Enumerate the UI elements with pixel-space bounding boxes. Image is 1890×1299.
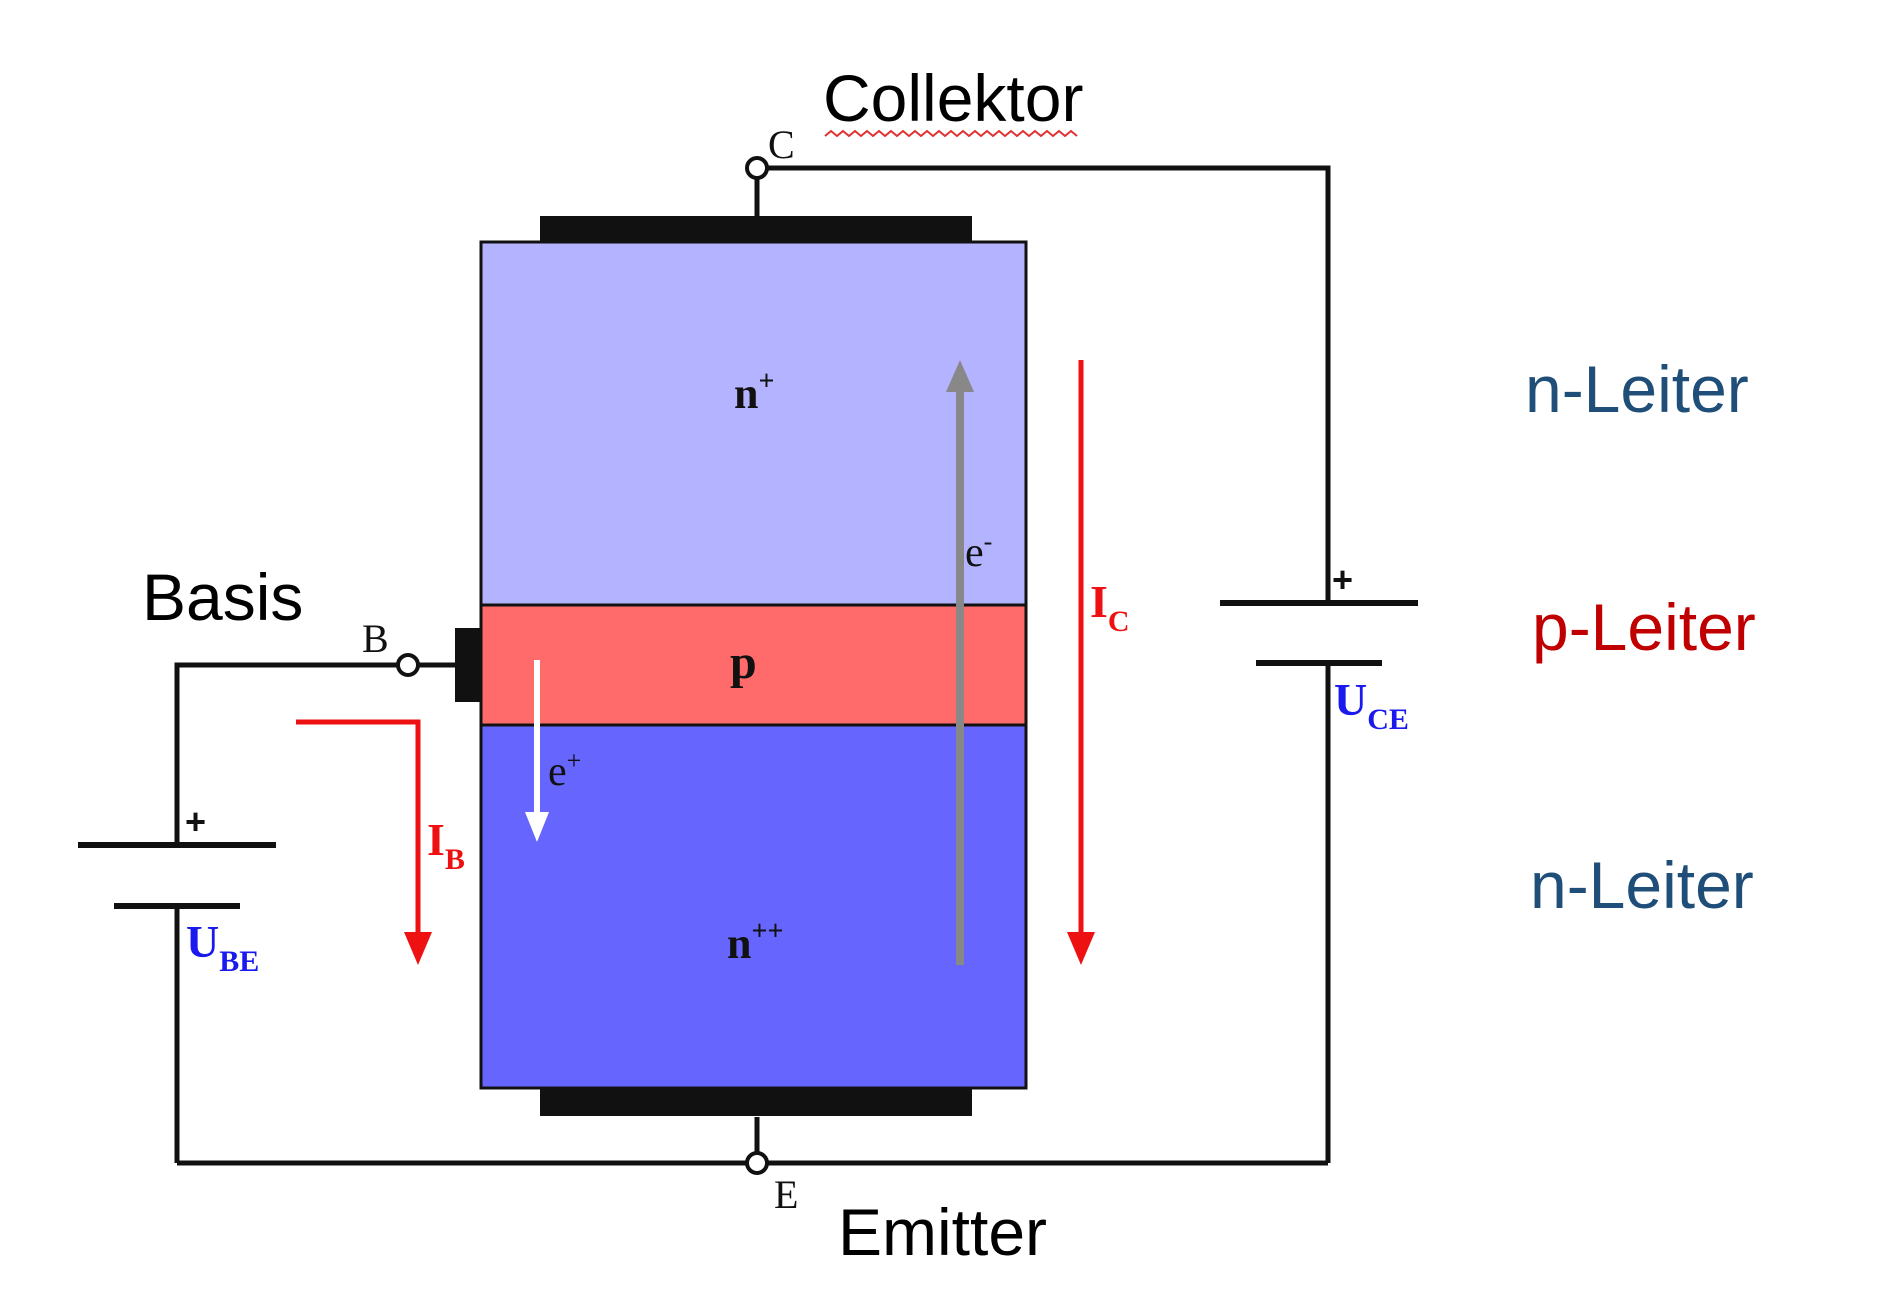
layer-label-n-plus: n+	[734, 366, 774, 418]
base-letter: B	[362, 616, 389, 661]
collector-current-label: IC	[1090, 576, 1130, 638]
layer-label-n-plus-plus: n++	[727, 916, 783, 968]
electron-flow-arrow-head	[946, 360, 974, 392]
spellcheck-underline	[824, 129, 1078, 138]
base-name: Basis	[142, 560, 303, 634]
base-contact	[455, 628, 481, 702]
electron-label: e-	[965, 527, 992, 576]
legend-emitter-type: n-Leiter	[1530, 848, 1754, 922]
hole-label: e+	[548, 746, 581, 795]
legend-collector-type: n-Leiter	[1525, 352, 1749, 426]
ube-plus-sign: +	[185, 801, 206, 842]
base-current-arrow-head	[404, 932, 432, 965]
uce-label: UCE	[1334, 674, 1409, 736]
emitter-letter: E	[774, 1172, 798, 1217]
base-layer-p	[479, 603, 1028, 727]
base-terminal	[396, 653, 420, 677]
collector-name: Collektor	[823, 61, 1083, 135]
collector-letter: C	[768, 122, 795, 167]
base-current-arrow-shaft	[296, 719, 421, 935]
collector-wire	[757, 165, 1331, 605]
emitter-contact	[540, 1088, 972, 1116]
collector-layer-n-plus	[479, 240, 1028, 607]
collector-current-arrow-head	[1067, 932, 1095, 965]
collector-contact	[540, 216, 972, 242]
uce-plus-sign: +	[1332, 559, 1353, 600]
emitter-name: Emitter	[838, 1195, 1047, 1269]
base-current-label: IB	[427, 814, 465, 876]
layer-label-p: p	[730, 636, 757, 689]
emitter-layer-n-plus-plus	[479, 723, 1028, 1090]
hole-flow-arrow-head	[525, 812, 549, 842]
base-wire	[174, 662, 403, 845]
legend-base-type: p-Leiter	[1532, 590, 1756, 664]
collector-terminal	[745, 156, 769, 180]
ube-label: UBE	[186, 916, 259, 978]
emitter-terminal	[745, 1151, 769, 1175]
